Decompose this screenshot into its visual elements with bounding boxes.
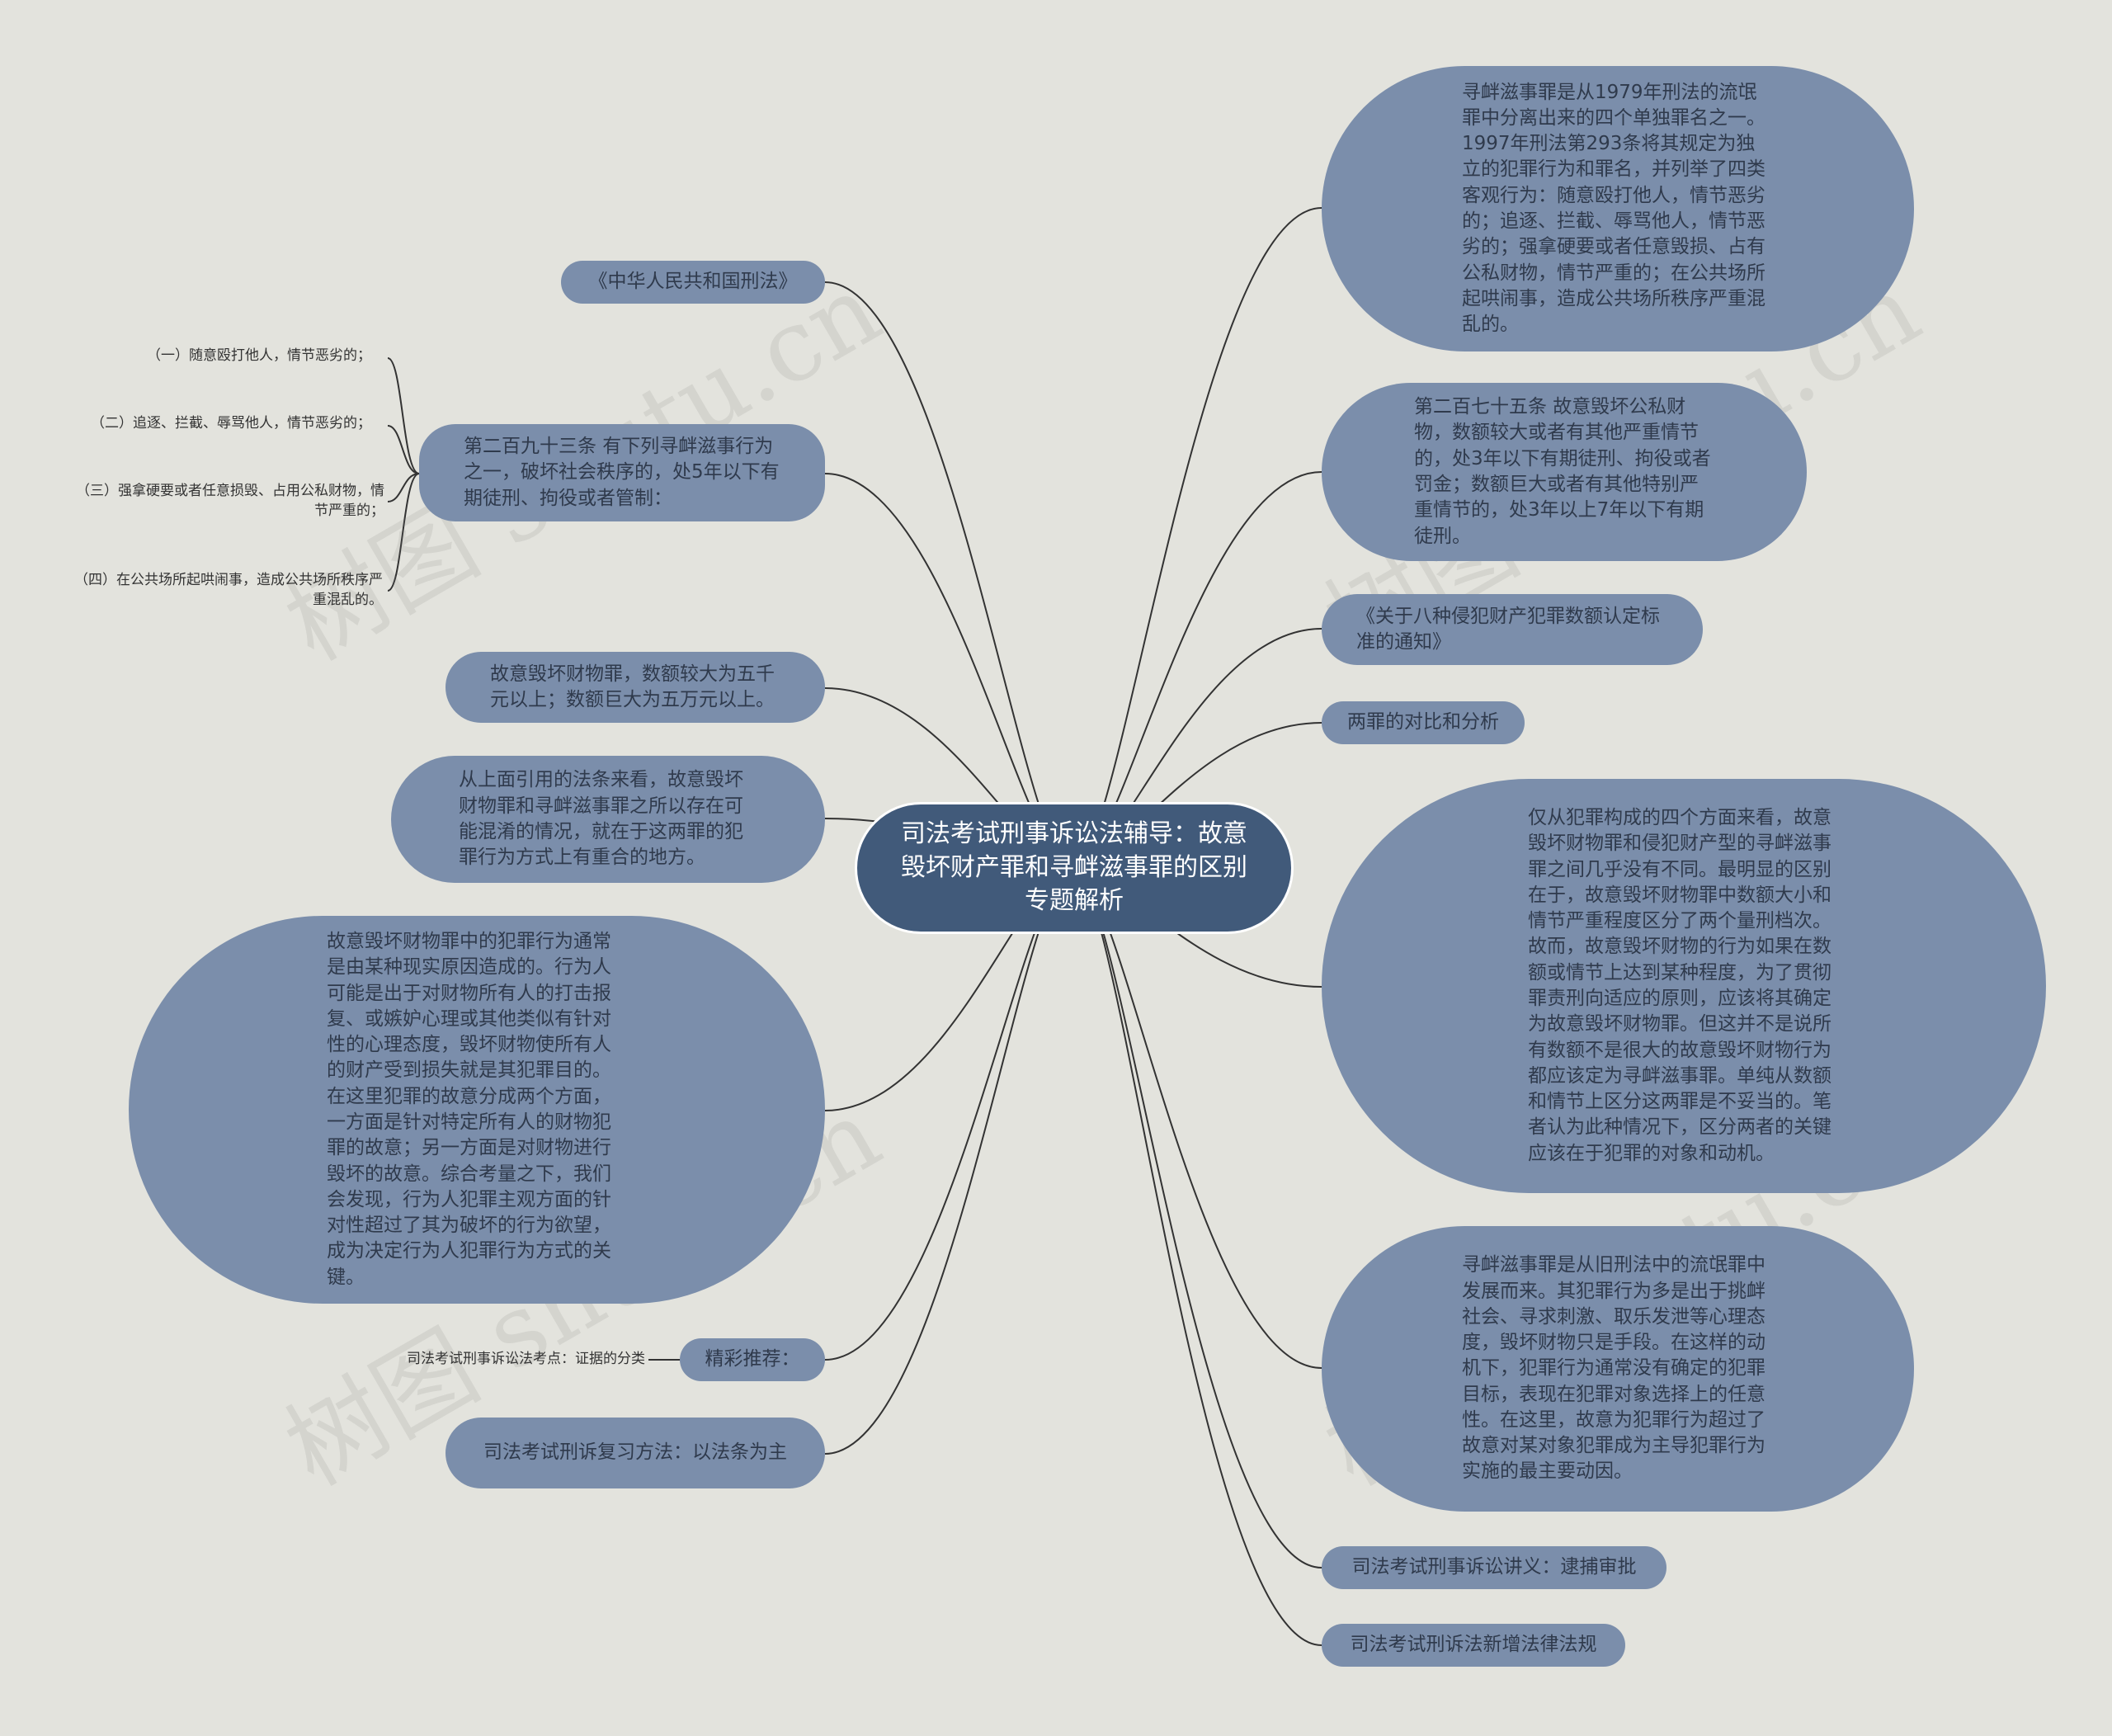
node-recommend[interactable]: 精彩推荐： <box>680 1338 825 1381</box>
node-article-275[interactable]: 第二百七十五条 故意毁坏公私财物，数额较大或者有其他严重情节的，处3年以下有期徒… <box>1322 383 1807 561</box>
node-new-laws[interactable]: 司法考试刑诉法新增法律法规 <box>1322 1624 1625 1667</box>
node-origin[interactable]: 寻衅滋事罪是从1979年刑法的流氓罪中分离出来的四个单独罪名之一。1997年刑法… <box>1322 66 1914 351</box>
connector-line <box>824 867 1073 1455</box>
node-criminal-law[interactable]: 《中华人民共和国刑法》 <box>561 261 825 304</box>
center-topic[interactable]: 司法考试刑事诉讼法辅导：故意毁坏财产罪和寻衅滋事罪的区别专题解析 <box>855 802 1294 934</box>
connector-line <box>1072 207 1322 869</box>
connector-line <box>1072 867 1322 1369</box>
list-item: （二）追逐、拦截、辱骂他人，情节恶劣的； <box>91 415 371 432</box>
node-arrest[interactable]: 司法考试刑事诉讼讲义：逮捕审批 <box>1322 1546 1666 1589</box>
bracket-line <box>387 473 420 592</box>
connector-line <box>1072 867 1322 1646</box>
node-notice[interactable]: 《关于八种侵犯财产犯罪数额认定标准的通知》 <box>1322 594 1703 665</box>
recommend-link[interactable]: 司法考试刑事诉讼法考点：证据的分类 <box>407 1351 645 1367</box>
node-amount[interactable]: 故意毁坏财物罪，数额较大为五千元以上；数额巨大为五万元以上。 <box>446 652 825 723</box>
node-compare[interactable]: 两罪的对比和分析 <box>1322 701 1525 744</box>
bracket-line <box>387 357 420 474</box>
connector-line <box>1072 867 1322 1569</box>
node-provoke[interactable]: 寻衅滋事罪是从旧刑法中的流氓罪中发展而来。其犯罪行为多是出于挑衅社会、寻求刺激、… <box>1322 1226 1914 1512</box>
node-confusion[interactable]: 从上面引用的法条来看，故意毁坏财物罪和寻衅滋事罪之所以存在可能混淆的情况，就在于… <box>391 756 825 883</box>
node-analysis[interactable]: 仅从犯罪构成的四个方面来看，故意毁坏财物罪和侵犯财产型的寻衅滋事罪之间几乎没有不… <box>1322 779 2046 1193</box>
node-review[interactable]: 司法考试刑诉复习方法：以法条为主 <box>446 1418 825 1488</box>
node-article-293[interactable]: 第二百九十三条 有下列寻衅滋事行为之一，破坏社会秩序的，处5年以下有期徒刑、拘役… <box>419 424 825 521</box>
list-item: （四）在公共场所起哄闹事，造成公共场所秩序严重混乱的。 <box>74 572 383 608</box>
bracket-line <box>387 425 420 474</box>
bracket-line <box>387 473 420 502</box>
node-motive[interactable]: 故意毁坏财物罪中的犯罪行为通常是由某种现实原因造成的。行为人可能是出于对财物所有… <box>129 916 825 1304</box>
list-item: （一）随意殴打他人，情节恶劣的； <box>147 347 371 364</box>
connector-line <box>824 281 1073 869</box>
list-item: （三）强拿硬要或者任意损毁、占用公私财物，情节严重的； <box>76 483 384 519</box>
